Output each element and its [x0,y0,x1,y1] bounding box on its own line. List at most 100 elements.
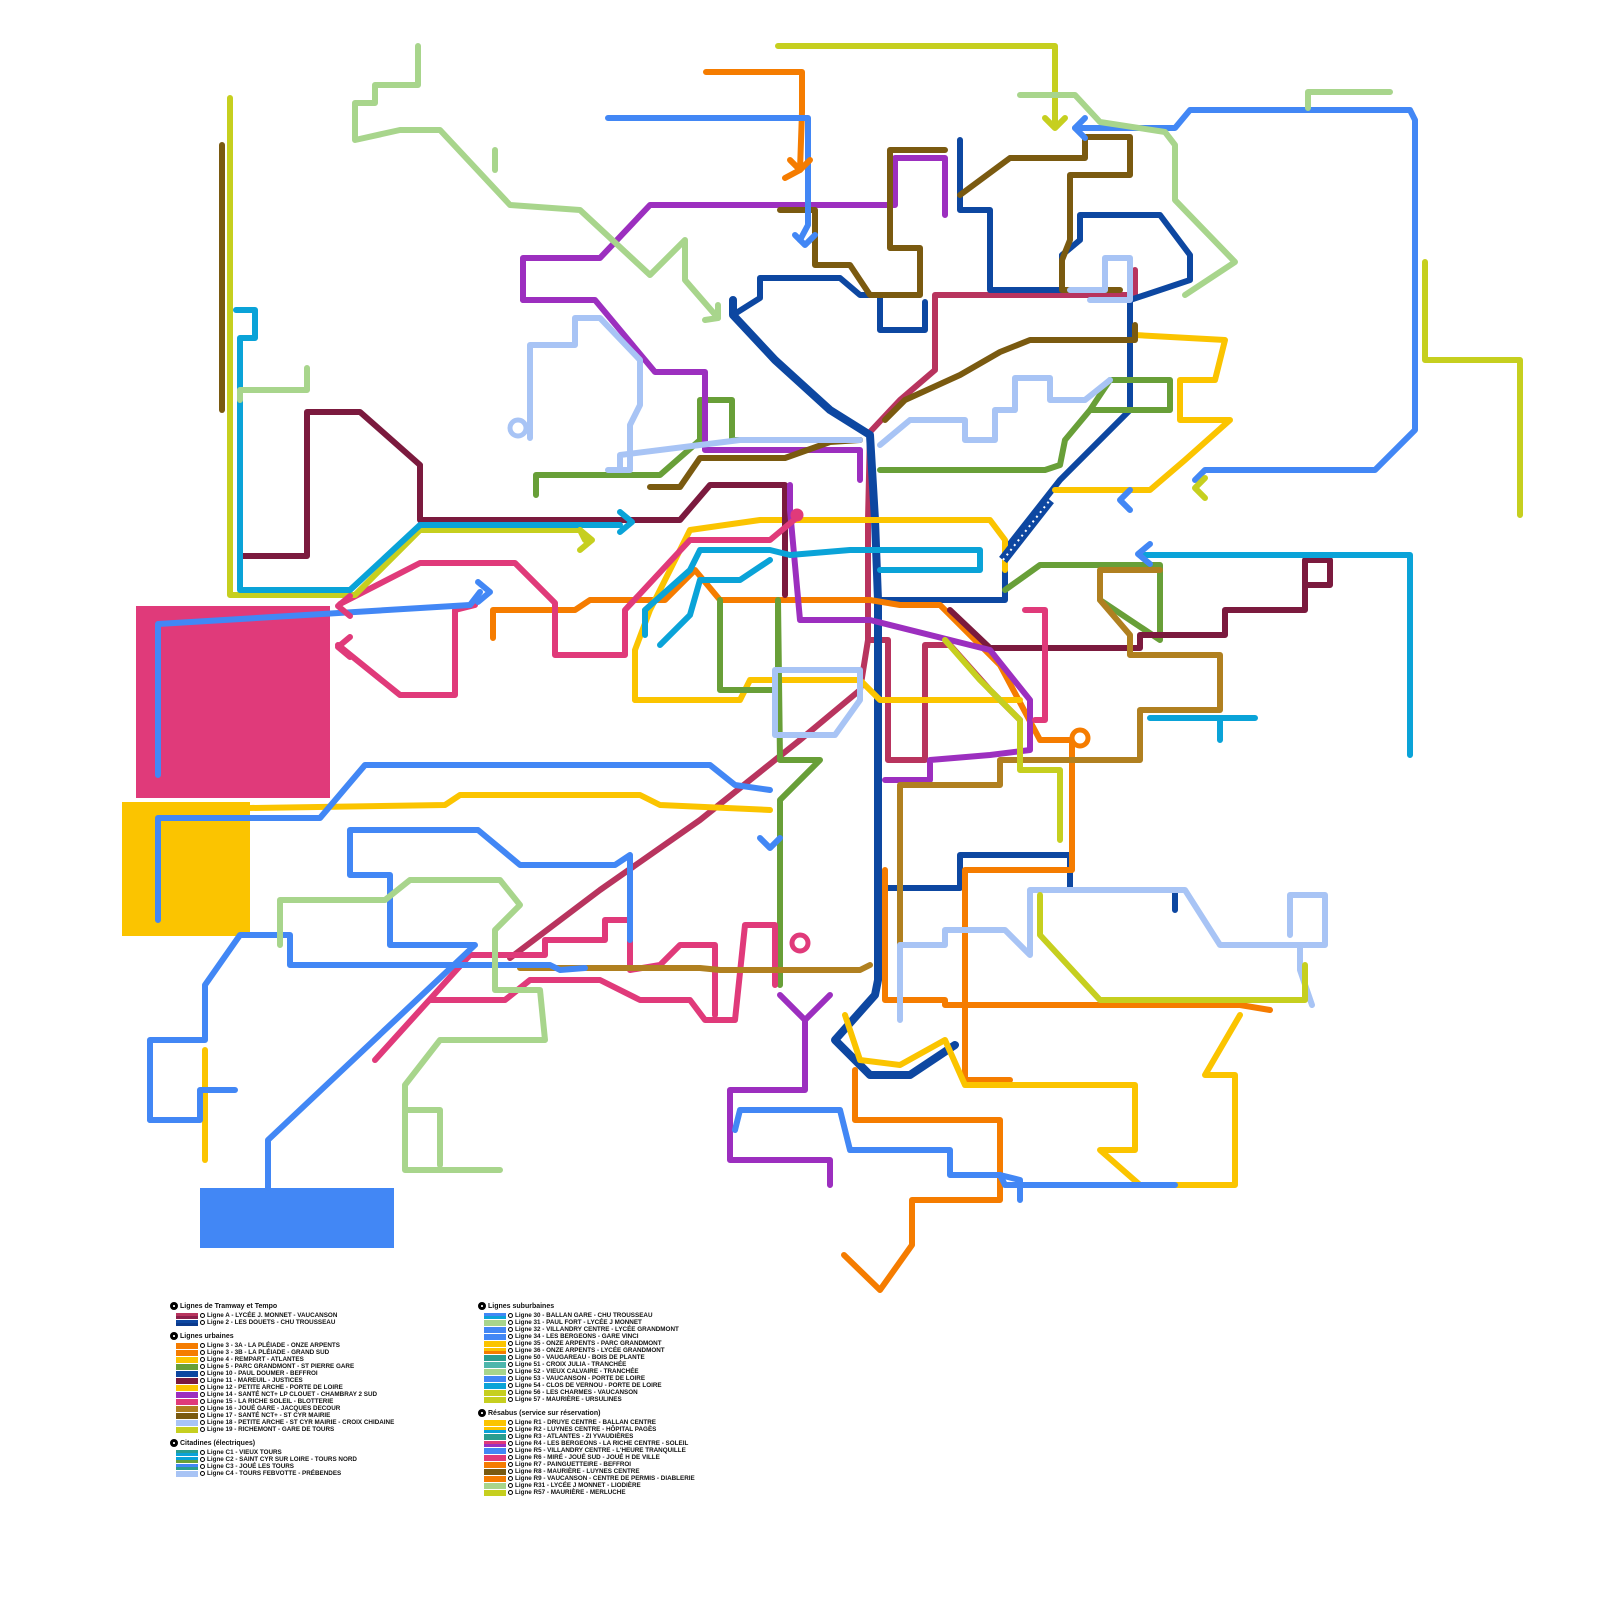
line-54-cyan [236,310,620,590]
line-color-swatch [484,1462,506,1468]
legend-item: Ligne R2 - LUYNES CENTRE - HÔPITAL PAGÈS [484,1426,778,1433]
line-color-swatch [176,1406,198,1412]
stop-ring-icon [508,1420,513,1425]
legend-heading-text: Citadines (électriques) [180,1440,255,1447]
legend-item-label: Ligne R7 - PAINGUETTEIRE - BEFFROI [515,1461,631,1468]
stop-dot-icon [170,1332,178,1340]
legend-item-label: Ligne 15 - LA RICHE SOLEIL - BLOTTERIE [207,1398,333,1405]
stop-ring-icon [508,1341,513,1346]
stop-ring-icon [508,1334,513,1339]
legend-item: Ligne C2 - SAINT CYR SUR LOIRE - TOURS N… [176,1456,470,1463]
legend-item: Ligne A - LYCÉE J. MONNET - VAUCANSON [176,1312,470,1319]
stop-ring-icon [508,1376,513,1381]
legend-item: Ligne R4 - LES BERGEONS - LA RICHE CENTR… [484,1440,778,1447]
stop-ring-icon [200,1357,205,1362]
legend-item-label: Ligne A - LYCÉE J. MONNET - VAUCANSON [207,1312,337,1319]
line-color-swatch [484,1376,506,1382]
stop-ring-icon [200,1413,205,1418]
legend-item-label: Ligne 3 - 3A - LA PLÉIADE - ONZE ARPENTS [207,1342,340,1349]
legend-item-label: Ligne 17 - SANTÉ NCT+ - ST CYR MAIRIE [207,1412,330,1419]
line-color-swatch [176,1343,198,1349]
line-52-lightgreen-w [240,368,307,400]
legend-heading: Lignes suburbaines [478,1300,778,1312]
line-color-swatch [176,1450,198,1456]
legend-item: Ligne 50 - VAUGAREAU - BOIS DE PLANTE [484,1354,778,1361]
stop-ring-icon [508,1313,513,1318]
legend-section: Résabus (service sur réservation)Ligne R… [478,1407,778,1496]
legend-item-label: Ligne 30 - BALLAN GARE - CHU TROUSSEAU [515,1312,653,1319]
line-56-lime [778,46,1055,125]
legend-item-label: Ligne 3 - 3B - LA PLÉIADE - GRAND SUD [207,1349,329,1356]
legend-item-label: Ligne R9 - VAUCANSON - CENTRE DE PERMIS … [515,1475,695,1482]
stop-ring-icon [200,1471,205,1476]
legend-item-label: Ligne R2 - LUYNES CENTRE - HÔPITAL PAGÈS [515,1426,656,1433]
legend-item-label: Ligne R6 - MIRÉ - JOUÉ SUD - JOUÉ H DE V… [515,1454,660,1461]
legend-heading: Citadines (électriques) [170,1437,470,1449]
line-color-swatch [176,1357,198,1363]
line-14-purple [523,158,945,300]
line-color-swatch [484,1434,506,1440]
stop-ring-icon [200,1427,205,1432]
zone-yellow-west [122,802,250,936]
legend-item: Ligne 16 - JOUÉ GARE - JACQUES DECOUR [176,1405,470,1412]
legend-item-label: Ligne 52 - VIEUX CALVAIRE - TRANCHÉE [515,1368,639,1375]
legend-item: Ligne 31 - PAUL FORT - LYCÉE J MONNET [484,1319,778,1326]
legend-item-label: Ligne C1 - VIEUX TOURS [207,1449,282,1456]
legend-item-label: Ligne R5 - VILLANDRY CENTRE - L'HEURE TR… [515,1447,686,1454]
line-r5-blue-south2 [1000,1175,1175,1185]
stop-ring-icon [508,1362,513,1367]
legend-item: Ligne 56 - LES CHARMES - VAUCANSON [484,1389,778,1396]
legend-item: Ligne R7 - PAINGUETTEIRE - BEFFROI [484,1461,778,1468]
line-color-swatch [484,1469,506,1475]
legend-item: Ligne 36 - ONZE ARPENTS - LYCÉE GRANDMON… [484,1347,778,1354]
legend-item-label: Ligne R1 - DRUYE CENTRE - BALLAN CENTRE [515,1419,656,1426]
legend-item: Ligne 18 - PETITE ARCHE - ST CYR MAIRIE … [176,1419,470,1426]
line-color-swatch [176,1364,198,1370]
stop-ring-icon [508,1427,513,1432]
line-3-orange-south2 [844,1070,1000,1290]
line-color-swatch [176,1427,198,1433]
legend-heading: Lignes urbaines [170,1330,470,1342]
line-r31-lightgreen-ne2 [1308,92,1390,108]
stop-dot-icon [170,1302,178,1310]
line-color-swatch [484,1362,506,1368]
legend-item-label: Ligne C2 - SAINT CYR SUR LOIRE - TOURS N… [207,1456,357,1463]
stop-ring-icon [200,1457,205,1462]
legend-item: Ligne 5 - PARC GRANDMONT - ST PIERRE GAR… [176,1363,470,1370]
stop-ring-icon [508,1469,513,1474]
line-color-swatch [484,1369,506,1375]
stop-dot-icon [170,1439,178,1447]
stop-marker [793,511,801,519]
legend-item: Ligne 19 - RICHEMONT - GARE DE TOURS [176,1426,470,1433]
legend-item: Ligne 52 - VIEUX CALVAIRE - TRANCHÉE [484,1368,778,1375]
stop-ring-icon [508,1455,513,1460]
legend-item-label: Ligne 18 - PETITE ARCHE - ST CYR MAIRIE … [207,1419,394,1426]
legend-item: Ligne 35 - ONZE ARPENTS - PARC GRANDMONT [484,1340,778,1347]
stop-ring-icon [200,1385,205,1390]
legend-item: Ligne 14 - SANTÉ NCT+ LP CLOUET - CHAMBR… [176,1391,470,1398]
line-color-swatch [176,1350,198,1356]
stop-ring-icon [200,1399,205,1404]
line-31-lightgreen [355,46,718,318]
legend-item: Ligne C4 - TOURS FEBVOTTE - PRÉBENDES [176,1470,470,1477]
stop-ring-icon [508,1397,513,1402]
legend-item-label: Ligne 5 - PARC GRANDMONT - ST PIERRE GAR… [207,1363,354,1370]
legend-item-label: Ligne 54 - CLOS DE VERNOU - PORTE DE LOI… [515,1382,662,1389]
line-c4-lightblue [1290,895,1325,945]
line-17-brown-diag [885,325,1135,420]
stop-ring-icon [200,1420,205,1425]
legend-item-label: Ligne 32 - VILLANDRY CENTRE - LYCÉE GRAN… [515,1326,679,1333]
line-color-swatch [484,1355,506,1361]
stop-ring-icon [508,1390,513,1395]
stop-ring-icon [200,1371,205,1376]
legend-section: Lignes urbainesLigne 3 - 3A - LA PLÉIADE… [170,1330,470,1433]
stop-ring-icon [200,1406,205,1411]
stop-ring-icon [508,1490,513,1495]
stop-ring-icon [508,1462,513,1467]
legend-item: Ligne 32 - VILLANDRY CENTRE - LYCÉE GRAN… [484,1326,778,1333]
legend-item: Ligne R8 - MAURIÈRE - LUYNES CENTRE [484,1468,778,1475]
legend-item-label: Ligne 56 - LES CHARMES - VAUCANSON [515,1389,638,1396]
stop-ring-icon [508,1448,513,1453]
legend-item: Ligne R1 - DRUYE CENTRE - BALLAN CENTRE [484,1419,778,1426]
